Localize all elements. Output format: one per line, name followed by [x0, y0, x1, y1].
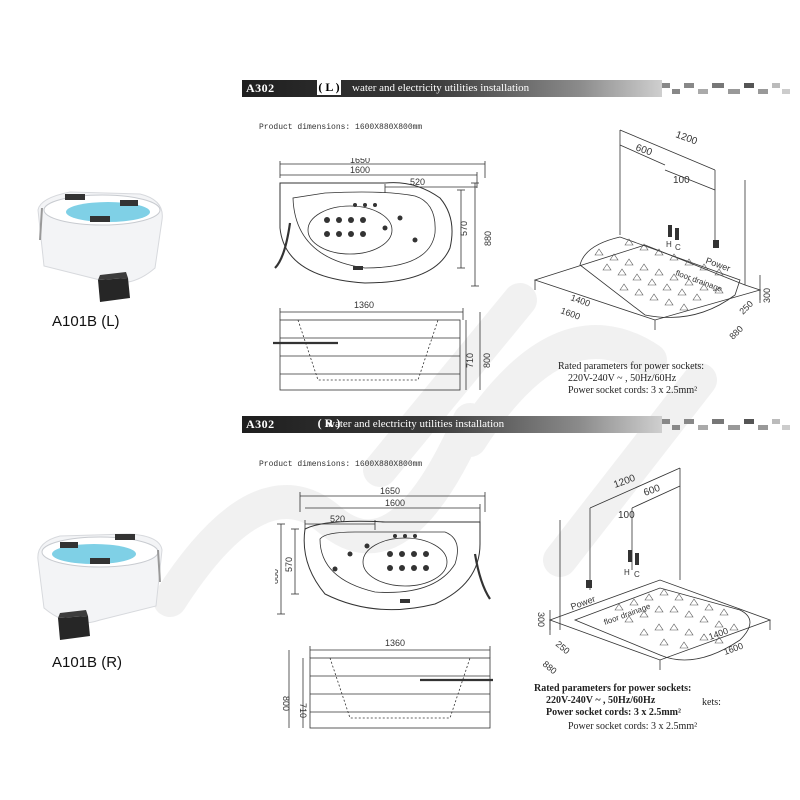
product-dimensions-label: Product dimensions: 1600X880X800mm	[259, 460, 423, 469]
banner-side: ( R )	[317, 416, 341, 430]
iso-dim-mid: 600	[634, 142, 654, 158]
iso-label-c: C	[634, 570, 640, 579]
iso-dim-300: 300	[536, 612, 546, 627]
dim-inner: 1600	[350, 165, 370, 175]
model-label-right: A101B (R)	[52, 654, 123, 671]
rated-line-3: Power socket cords: 3 x 2.5mm²	[546, 707, 682, 718]
iso-dim-len-a: 1400	[569, 292, 591, 308]
rated-overlap-line: Power socket cords: 3 x 2.5mm²	[568, 721, 698, 732]
banner-title: water and electricity utilities installa…	[352, 82, 530, 94]
iso-label-c: C	[675, 243, 681, 252]
iso-dim-w2: 880	[727, 324, 745, 342]
rated-parameters-left: Rated parameters for power sockets: 220V…	[558, 361, 704, 397]
iso-label-h: H	[624, 568, 630, 577]
banner-side: ( L )	[317, 80, 341, 95]
iso-label-h: H	[666, 240, 672, 249]
section-banner-right: A302 ( R ) water and electricity utiliti…	[242, 416, 792, 433]
dim-seat: 520	[410, 177, 425, 187]
banner-code: A302	[246, 81, 275, 95]
section-banner-left: A302 ( L ) water and electricity utiliti…	[242, 80, 792, 97]
isometric-view-right: 1200 600 100 H C Power floor drainage 14…	[536, 467, 772, 676]
iso-dim-w2: 880	[541, 659, 559, 676]
banner-squares-decoration	[662, 419, 790, 430]
dim-elev-width: 1360	[354, 300, 374, 310]
iso-dim-top: 1200	[612, 473, 637, 491]
dim-depth-b: 880	[275, 569, 280, 584]
iso-dim-len-b: 1600	[722, 641, 744, 657]
dim-elev-h1: 710	[465, 353, 475, 368]
rated-line-1: Rated parameters for power sockets:	[558, 361, 705, 372]
product-photo-right	[37, 533, 163, 640]
rated-line-3: Power socket cords: 3 x 2.5mm²	[568, 385, 698, 396]
banner-code: A302	[246, 417, 275, 431]
dim-depth-a: 570	[459, 221, 469, 236]
dim-elev-width: 1360	[385, 638, 405, 648]
iso-label-floor: floor drainage	[674, 268, 724, 293]
elevation-view-right: 1360 710 800	[281, 638, 493, 729]
rated-line-1: Rated parameters for power sockets:	[534, 683, 692, 694]
dim-depth-b: 880	[483, 231, 493, 246]
dim-overall: 1650	[350, 158, 370, 165]
plan-view-right: 1650 1600 520 570 880	[275, 486, 491, 615]
iso-dim-w1: 250	[554, 639, 572, 656]
model-label-left: A101B (L)	[52, 313, 120, 330]
rated-line-2: 220V-240V ~ , 50Hz/60Hz	[568, 373, 677, 384]
dim-inner: 1600	[385, 498, 405, 508]
dim-elev-h1: 710	[298, 703, 308, 718]
iso-label-floor: floor drainage	[603, 602, 653, 627]
elevation-view-left: 1360 710 800	[273, 300, 492, 391]
product-dimensions-label: Product dimensions: 1600X880X800mm	[259, 123, 423, 132]
dim-elev-h2: 800	[281, 696, 291, 711]
iso-label-power: Power	[569, 594, 596, 612]
iso-dim-pipe: 100	[673, 175, 690, 186]
banner-bar	[242, 416, 662, 433]
iso-dim-w1: 250	[737, 299, 755, 317]
rated-overlap-fragment: kets:	[702, 697, 721, 708]
banner-title: water and electricity utilities installa…	[327, 418, 505, 430]
dim-seat: 520	[330, 514, 345, 524]
isometric-view-left: 1200 600 100 H C Power floor drainage 14…	[533, 129, 772, 342]
rated-parameters-right: Rated parameters for power sockets: 220V…	[534, 683, 691, 719]
dim-depth-a: 570	[284, 557, 294, 572]
dim-elev-h2: 800	[482, 353, 492, 368]
dim-overall: 1650	[380, 486, 400, 496]
product-photo-left	[37, 191, 163, 302]
iso-dim-len-b: 1600	[559, 305, 581, 321]
banner-squares-decoration	[662, 83, 790, 94]
banner-bar	[242, 80, 662, 97]
iso-dim-300: 300	[762, 288, 772, 303]
iso-dim-top: 1200	[674, 129, 699, 147]
plan-view-left: 1650 1600 520 570 880	[274, 158, 493, 287]
iso-dim-len-a: 1400	[707, 626, 729, 642]
rated-line-2: 220V-240V ~ , 50Hz/60Hz	[546, 695, 656, 706]
iso-dim-pipe: 100	[618, 510, 635, 521]
iso-dim-mid: 600	[642, 483, 662, 499]
